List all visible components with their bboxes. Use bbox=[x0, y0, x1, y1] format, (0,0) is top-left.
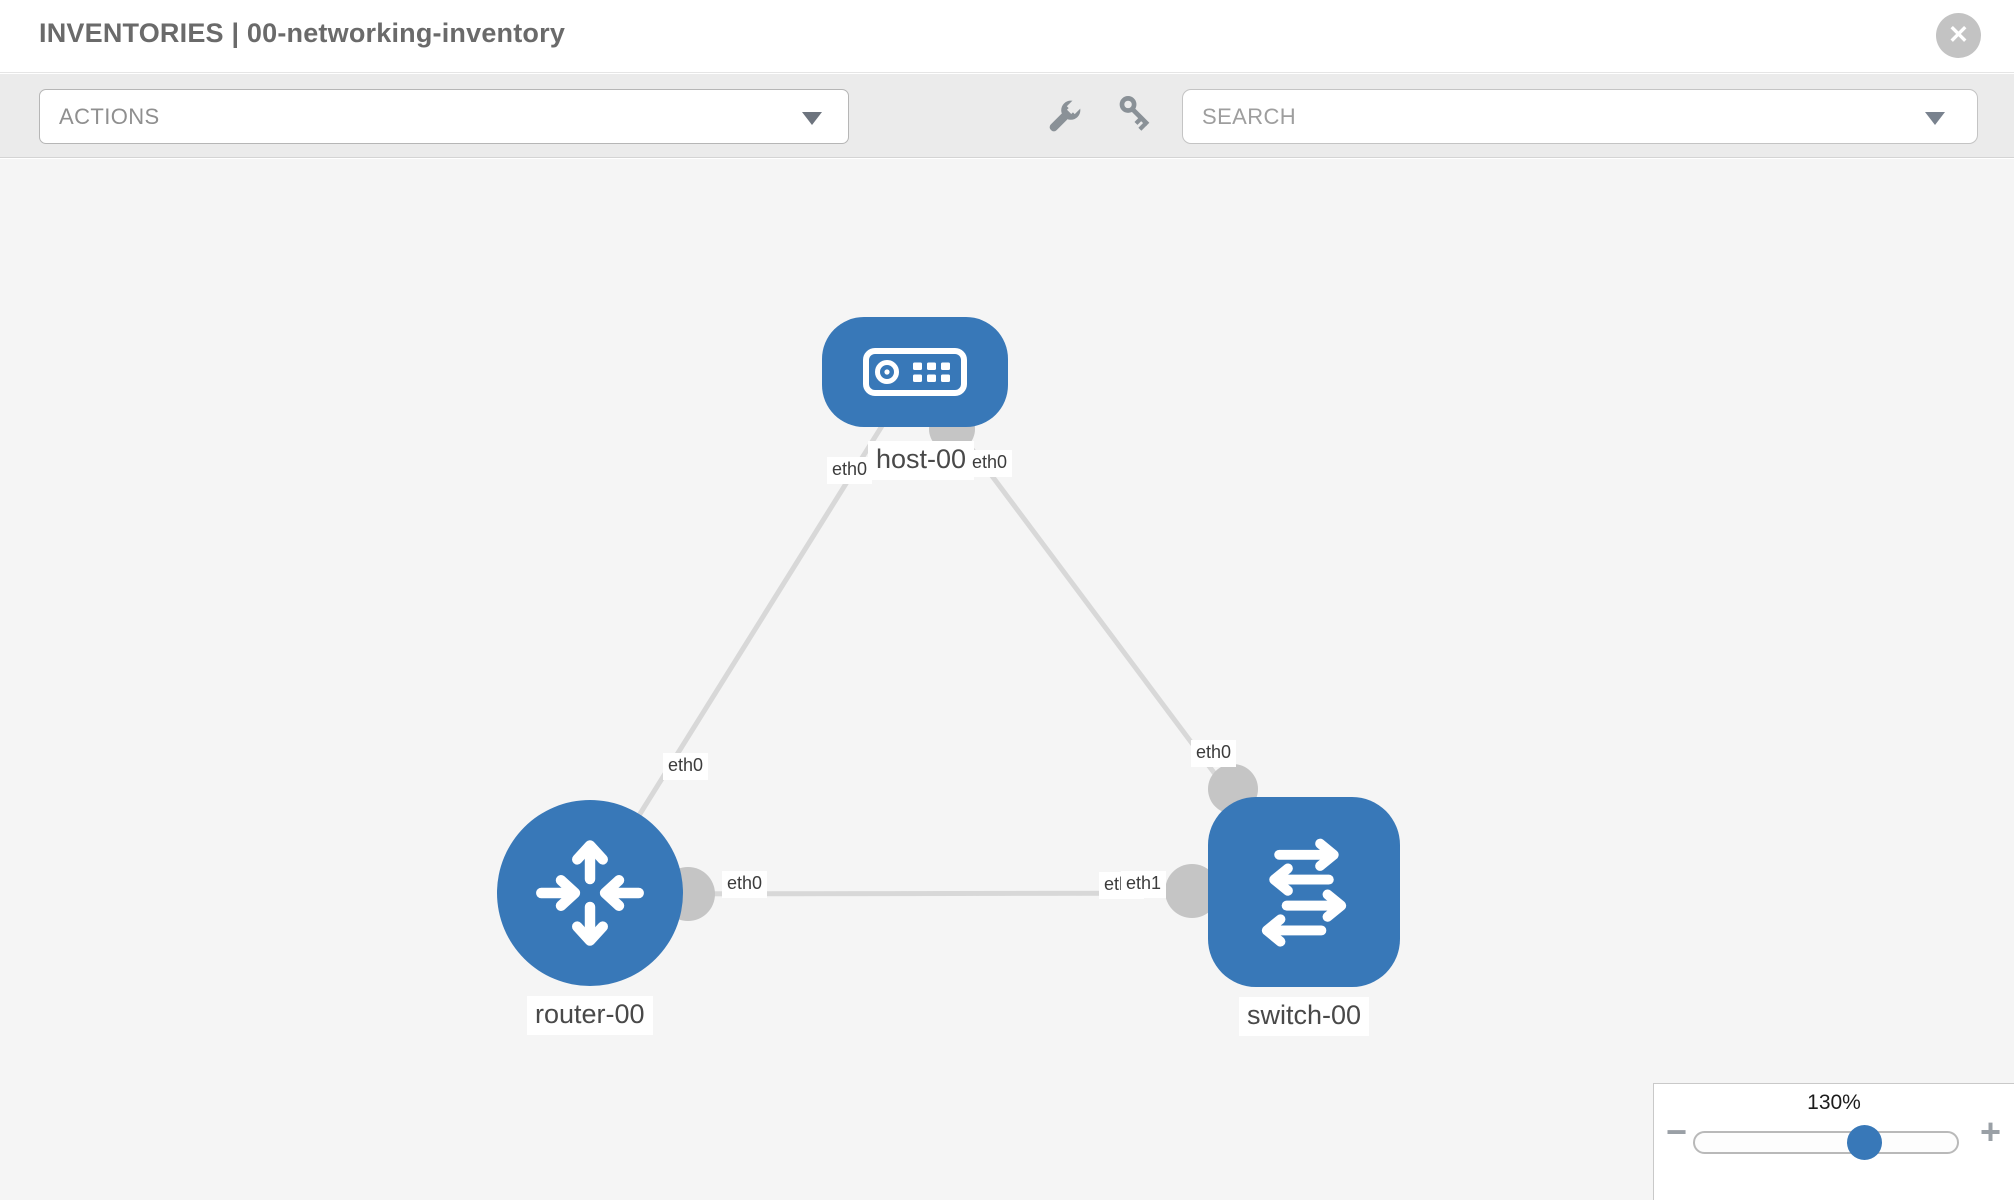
node-router-00[interactable] bbox=[497, 800, 683, 986]
connector-dot-switch-left[interactable] bbox=[1165, 864, 1219, 918]
search-dropdown[interactable]: SEARCH bbox=[1182, 89, 1978, 144]
node-label-host: host-00 bbox=[868, 441, 975, 480]
wrench-icon[interactable] bbox=[1044, 95, 1086, 137]
actions-dropdown-label: ACTIONS bbox=[59, 104, 160, 129]
node-switch-00[interactable] bbox=[1208, 797, 1400, 987]
key-icon[interactable] bbox=[1112, 95, 1154, 137]
port-label-host-switch-switch-side: eth0 bbox=[1191, 740, 1237, 767]
search-placeholder: SEARCH bbox=[1202, 104, 1297, 129]
topology-canvas[interactable]: host-00 router-00 switch-00 eth0 eth0 et… bbox=[0, 159, 2014, 1200]
chevron-down-icon bbox=[802, 112, 822, 125]
topology-links-layer bbox=[587, 371, 1307, 921]
port-label-host-router-router-side: eth0 bbox=[663, 753, 709, 780]
port-label-router-switch-router-side: eth0 bbox=[722, 871, 768, 898]
zoom-control-panel: 130% − + bbox=[1653, 1083, 2014, 1200]
zoom-slider-handle[interactable] bbox=[1847, 1125, 1882, 1160]
chevron-down-icon bbox=[1925, 112, 1945, 125]
port-label-host-switch-host-side: eth0 bbox=[967, 450, 1013, 477]
port-label-router-switch-switch-side-eth1: eth1 bbox=[1121, 871, 1167, 898]
header-bar: INVENTORIES | 00-networking-inventory ✕ bbox=[0, 0, 2014, 73]
zoom-slider-track[interactable] bbox=[1693, 1125, 1959, 1160]
port-label-host-router-host-side: eth0 bbox=[827, 457, 873, 484]
host-icon bbox=[863, 348, 967, 396]
toolbar: ACTIONS SEARCH bbox=[0, 74, 2014, 158]
node-host-00[interactable] bbox=[822, 317, 1008, 427]
router-icon bbox=[536, 840, 644, 946]
close-icon[interactable]: ✕ bbox=[1936, 13, 1981, 58]
node-label-switch: switch-00 bbox=[1239, 997, 1370, 1036]
zoom-in-button[interactable]: + bbox=[1979, 1111, 2001, 1152]
switch-icon bbox=[1261, 838, 1347, 947]
actions-dropdown[interactable]: ACTIONS bbox=[39, 89, 849, 144]
zoom-level-value: 130% bbox=[1807, 1091, 1861, 1114]
page-title: INVENTORIES | 00-networking-inventory bbox=[39, 18, 566, 48]
node-label-router: router-00 bbox=[527, 996, 653, 1035]
zoom-out-button[interactable]: − bbox=[1666, 1111, 1688, 1152]
